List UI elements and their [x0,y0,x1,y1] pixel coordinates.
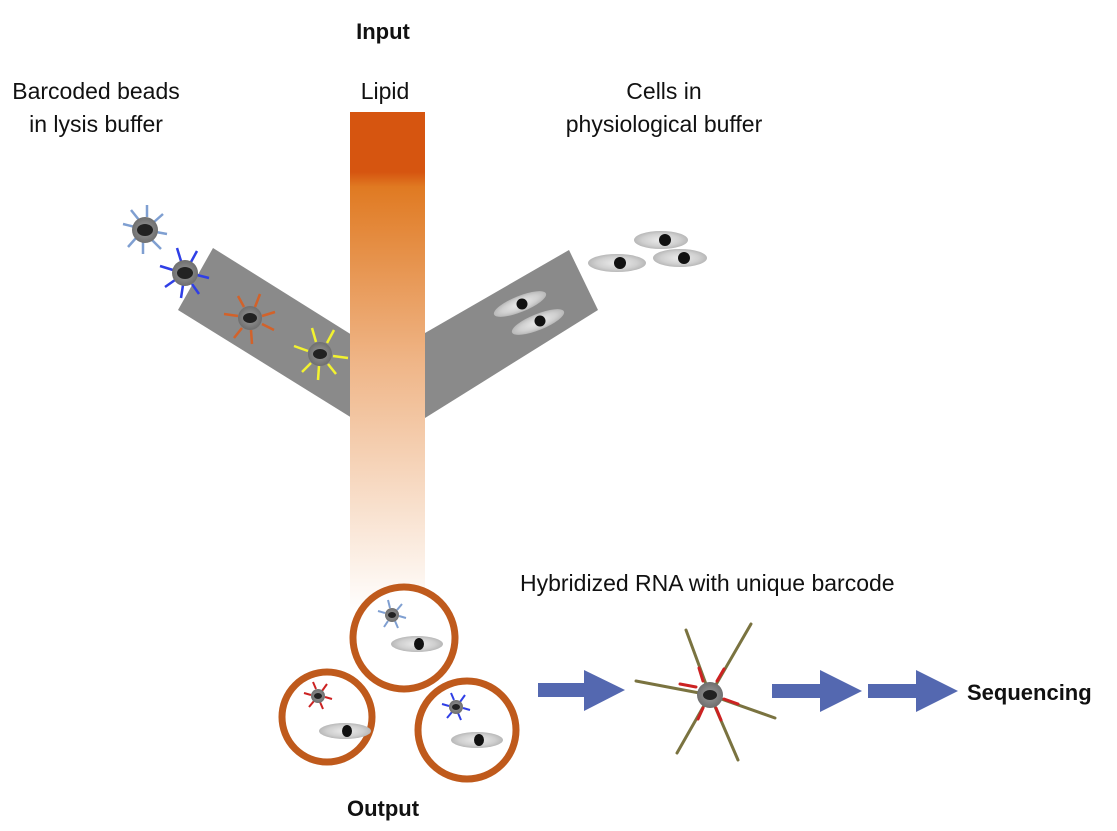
arrow-2 [772,670,862,712]
beads-label-line2: in lysis buffer [29,111,163,137]
sequencing-label: Sequencing [967,680,1092,705]
cell-1 [634,231,688,249]
cell-5 [511,309,565,335]
droplet-right [414,677,520,783]
cell-channel [425,250,598,418]
arrow-1 [538,670,625,711]
lipid-label: Lipid [360,78,410,104]
hybridized-label: Hybridized RNA with unique barcode [520,570,895,596]
cell-2 [588,254,646,272]
output-label: Output [346,796,420,821]
arrow-3 [868,670,958,712]
bead-channel [178,248,352,418]
hybridized-rna-bead [634,622,777,762]
cell-3 [653,249,707,267]
lipid-channel [350,112,425,612]
droplet-top [349,583,459,693]
cell-4 [493,291,547,317]
cells-label-line1: Cells in [626,78,702,104]
bead-blue [159,247,210,299]
beads-label-line1: Barcoded beads [12,78,180,104]
bead-light-blue [122,205,168,254]
droplet-left [278,668,376,766]
cells-label-line2: physiological buffer [565,111,763,137]
bead-orange [223,293,276,345]
bead-yellow [293,327,349,381]
input-label: Input [356,19,410,44]
